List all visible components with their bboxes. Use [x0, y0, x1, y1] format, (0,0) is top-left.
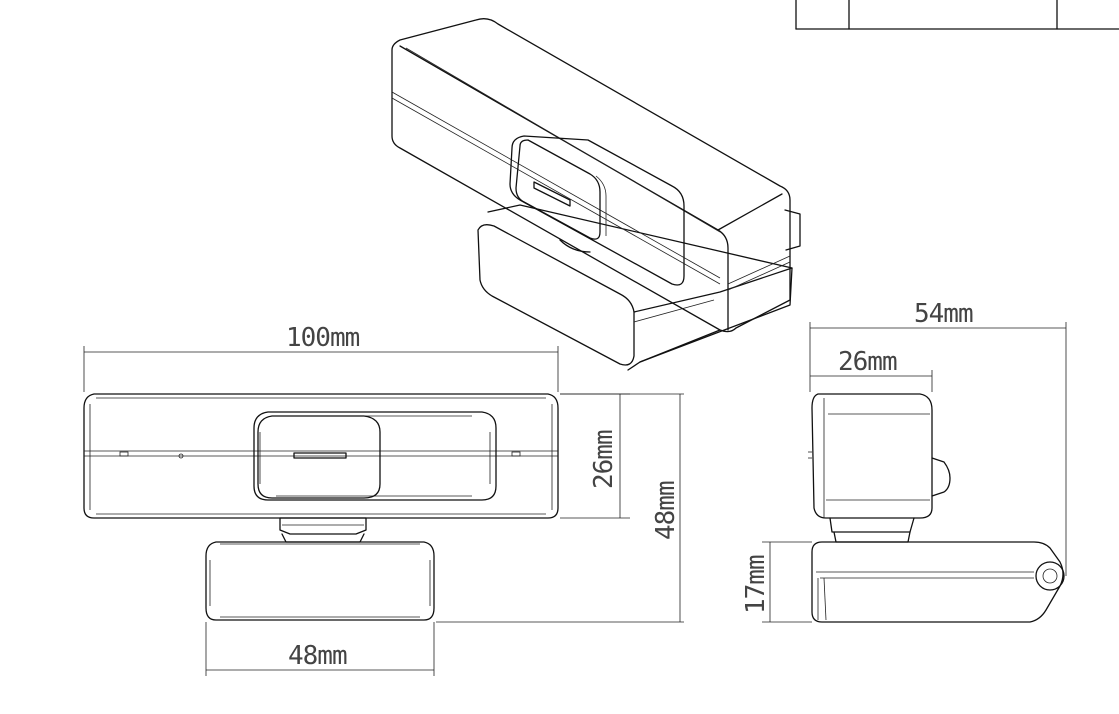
- dim-label-height-body: 26mm: [589, 430, 619, 489]
- title-block: [795, 0, 1119, 30]
- dim-label-base-height: 17mm: [741, 555, 771, 614]
- dimension-labels: 100mm 26mm 48mm 48mm 54mm 26mm 17mm: [286, 299, 974, 671]
- dim-label-depth-body: 26mm: [838, 347, 897, 377]
- dim-label-height-total: 48mm: [651, 481, 681, 540]
- dimension-lines: [83, 322, 1067, 676]
- isometric-view: [391, 18, 801, 371]
- dim-label-width-front: 100mm: [286, 323, 360, 353]
- dim-label-depth-total: 54mm: [914, 299, 973, 329]
- dim-label-base-width: 48mm: [288, 641, 347, 671]
- front-view: [83, 393, 559, 621]
- side-view: [808, 393, 1065, 623]
